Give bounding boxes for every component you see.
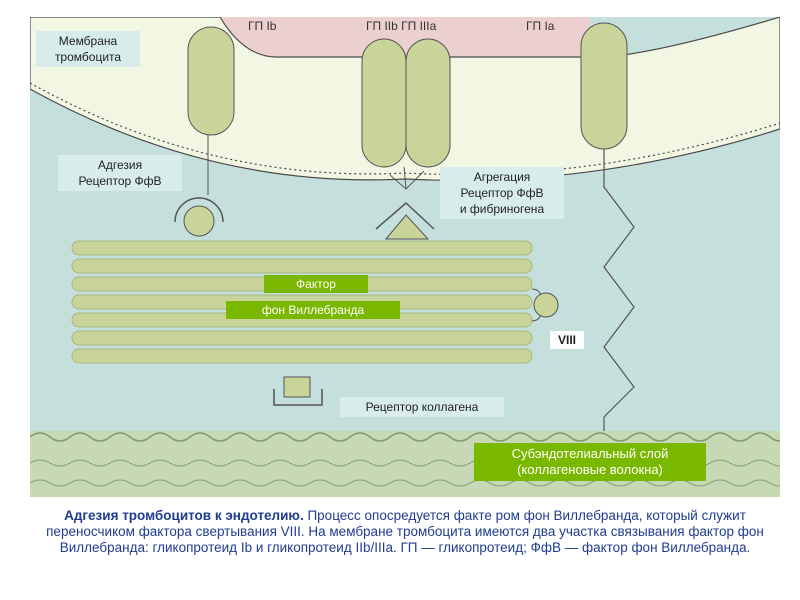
gp-ib-receptor — [174, 26, 235, 237]
factor-viii-ball — [533, 292, 559, 318]
factor-label-line1: Фактор — [264, 275, 368, 293]
viii-label: VIII — [550, 331, 584, 349]
figure-caption: Адгезия тромбоцитов к эндотелию. Процесс… — [30, 508, 780, 556]
gp-ia-receptor — [580, 22, 635, 431]
adhesion-receptor-label: Адгезия Рецептор ФфВ — [58, 155, 182, 191]
subendothelium-label: Субэндотелиальный слой (коллагеновые вол… — [474, 443, 706, 481]
gp-ib-label: ГП Ib — [248, 19, 277, 33]
collagen-receptor — [273, 376, 323, 406]
membrane-label: Мембрана тромбоцита — [36, 31, 140, 67]
aggregation-receptor-label: Агрегация Рецептор ФфВ и фибриногена — [440, 167, 564, 219]
factor-label-line2: фон Виллебранда — [226, 301, 400, 319]
caption-text: Процесс опосредуется факте ром фон Вилле… — [46, 508, 764, 555]
diagram-canvas — [30, 17, 780, 497]
pink-bridge-strip — [220, 17, 590, 57]
caption-bold: Адгезия тромбоцитов к эндотелию. — [64, 508, 304, 523]
platelet-adhesion-diagram: Мембрана тромбоцита ГП Ib ГП IIb ГП IIIa… — [30, 17, 780, 497]
gp-iib-iiia-label: ГП IIb ГП IIIa — [366, 19, 437, 33]
gp-ia-label: ГП Ia — [526, 19, 555, 33]
vwf-fibers — [71, 240, 543, 364]
collagen-receptor-label: Рецептор коллагена — [340, 397, 504, 417]
gp-iib-iiia-receptor — [361, 38, 451, 240]
